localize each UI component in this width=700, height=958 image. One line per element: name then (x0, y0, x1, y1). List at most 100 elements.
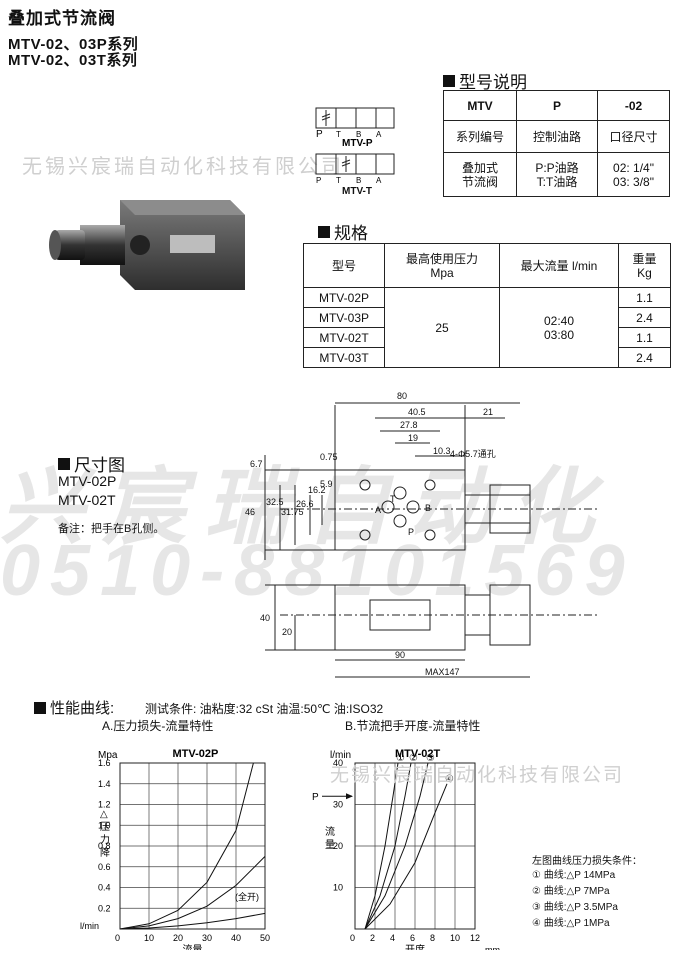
model-heading: 型号说明 (443, 68, 527, 93)
p-marker-label: P (312, 792, 319, 803)
series-label: ④ (445, 774, 454, 785)
p-marker-arrowhead (346, 793, 353, 800)
y-axis-label-char: △ (100, 809, 108, 820)
x-tick-label: 10 (450, 933, 460, 943)
dim-31-75: 31.75 (281, 507, 304, 517)
spec-header-pressure: 最高使用压力 Mpa (384, 243, 500, 288)
dim-80: 80 (397, 391, 407, 401)
y-axis-label-char: 流 (325, 825, 335, 838)
series-line (364, 762, 399, 930)
chart-b-title: B.节流把手开度-流量特性 (345, 719, 481, 733)
series-line-1: MTV-02、03P系列 (8, 36, 139, 53)
series-label: ① (396, 753, 405, 764)
dim-32-5: 32.5 (266, 497, 284, 507)
x-unit-label: l/min (80, 921, 99, 931)
spec-header-flow: 最大流量 l/min (499, 243, 619, 288)
legend-item: ② 曲线:△P 7MPa (532, 886, 610, 897)
symbol-p-port-t: T (336, 130, 341, 139)
dim-16-2: 16.2 (308, 485, 326, 495)
series-line-2: MTV-02、03T系列 (8, 52, 138, 69)
series-line (119, 912, 266, 930)
watermark-big-name: 兴宸瑞自动化 (0, 460, 613, 554)
spec-pressure: 25 (384, 287, 500, 368)
symbol-t-port-p: P (316, 176, 321, 185)
x-tick-label: 0 (115, 933, 120, 943)
spec-model: MTV-03P (303, 307, 385, 328)
model-code-series: MTV (443, 90, 517, 121)
model-code-size: -02 (597, 90, 670, 121)
y-unit-label: l/min (330, 750, 351, 761)
spec-heading: 规格 (318, 219, 368, 244)
page-title: 叠加式节流阀 (8, 9, 116, 28)
watermark-big-phone: 0510-88101569 (0, 531, 635, 611)
x-tick-label: 40 (231, 933, 241, 943)
spec-model: MTV-02P (303, 287, 385, 308)
square-bullet-icon (34, 701, 46, 714)
symbol-p-label: MTV-P (342, 138, 373, 149)
x-tick-label: 4 (390, 933, 395, 943)
spec-weight: 1.1 (618, 327, 671, 348)
series-label: ③ (426, 753, 435, 764)
symbol-t-port-b: B (356, 176, 361, 185)
x-axis-label: 流量 (183, 943, 203, 950)
hydraulic-symbols: P T B A MTV-P P T B A (315, 107, 395, 185)
chart-title: MTV-02T (395, 748, 441, 760)
square-bullet-icon (443, 74, 455, 87)
test-conditions: 测试条件: 油粘度:32 cSt 油温:50℃ 油:ISO32 (145, 702, 384, 716)
x-tick-label: 12 (470, 933, 480, 943)
dim-21: 21 (483, 407, 493, 417)
y-tick-label: 1.6 (98, 758, 111, 768)
dimension-model-2: MTV-02T (58, 492, 116, 508)
dim-46: 46 (245, 507, 255, 517)
symbol-p-port-a: A (376, 130, 382, 139)
dim-hole-label: 4-Φ5.7通孔 (450, 449, 496, 459)
series-line (119, 762, 254, 930)
legend-item: ① 曲线:△P 14MPa (532, 870, 616, 881)
spec-header-model: 型号 (303, 243, 385, 288)
dim-40-5: 40.5 (408, 407, 426, 417)
dim-27-8: 27.8 (400, 420, 418, 430)
dimension-drawing: 80 40.5 21 27.8 19 10.3 4-Φ5.7通孔 6.7 0.7… (245, 391, 600, 678)
y-tick-label: 1.0 (98, 820, 111, 830)
y-tick-label: 1.4 (98, 779, 111, 789)
chart-title: MTV-02P (173, 748, 219, 760)
symbol-p-port-b: B (356, 130, 361, 139)
port-t-label: T (390, 494, 396, 504)
plot-frame (119, 762, 266, 930)
x-tick-label: 10 (144, 933, 154, 943)
model-desc-size: 口径尺寸 (597, 120, 670, 153)
x-tick-label: 8 (430, 933, 435, 943)
y-unit-label: Mpa (98, 750, 118, 761)
model-code-control: P (516, 90, 598, 121)
y-axis-label-char: 量 (325, 839, 335, 851)
legend-item: ④ 曲线:△P 1MPa (532, 918, 610, 929)
watermark-company: 无锡兴宸瑞自动化科技有限公司 (22, 156, 344, 178)
spec-flow: 02:40 03:80 (499, 287, 619, 368)
y-axis-label-char: 力 (100, 833, 110, 846)
spec-weight: 2.4 (618, 347, 671, 368)
y-axis-label-char: 降 (100, 846, 110, 859)
x-tick-label: 20 (173, 933, 183, 943)
y-tick-label: 20 (333, 841, 343, 851)
symbol-t-port-t: T (336, 176, 341, 185)
model-table: MTV P -02 系列编号 控制油路 口径尺寸 叠加式 节流阀 P:P油路 T… (443, 90, 670, 197)
plot-frame (354, 762, 476, 930)
chart-a-title: A.压力损失-流量特性 (102, 719, 214, 733)
x-tick-label: 0 (350, 933, 355, 943)
square-bullet-icon (58, 457, 70, 470)
x-tick-label: 6 (410, 933, 415, 943)
y-tick-label: 30 (333, 800, 343, 810)
dim-max147: MAX147 (425, 667, 460, 677)
dimension-note: 备注：把手在B孔侧。 (58, 523, 165, 535)
dim-5-9: 5.9 (320, 479, 333, 489)
port-b-label: B (425, 503, 431, 513)
x-tick-label: 2 (370, 933, 375, 943)
model-detail-control: P:P油路 T:T油路 (516, 152, 598, 197)
x-unit-label: mm (485, 945, 500, 950)
series-line (364, 762, 429, 930)
model-detail-size: 02: 1/4" 03: 3/8" (597, 152, 670, 197)
dim-90: 90 (395, 650, 405, 660)
y-tick-label: 1.2 (98, 800, 111, 810)
y-axis-label-char: 压 (100, 821, 110, 833)
